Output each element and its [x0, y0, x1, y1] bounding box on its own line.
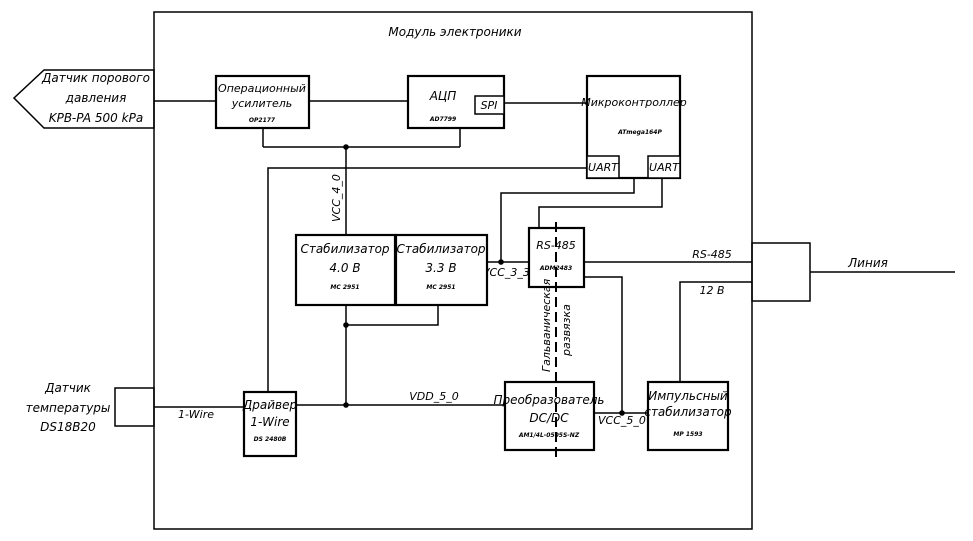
line-label: Линия: [847, 256, 888, 270]
junction-vcc50: [619, 410, 625, 416]
junction-vdd50: [343, 402, 349, 408]
stab40-part: MC 2951: [330, 284, 359, 291]
net-onewire-label: 1-Wire: [178, 408, 214, 421]
temp-sensor-box: [114, 387, 155, 427]
mcu-part: ATmega164P: [617, 129, 662, 136]
dcdc-block: [503, 380, 596, 452]
wire-uart-driver: [267, 167, 587, 392]
dcdc-line2: DC/DC: [529, 411, 569, 425]
net-rs485-label: RS-485: [692, 248, 732, 261]
driver-line1: Драйвер: [242, 398, 298, 412]
net-vcc50-label: VCC_5_0: [598, 414, 646, 427]
net-vcc40-label: VCC_4_0: [330, 174, 343, 222]
pressure-sensor-line3: KPB-PA 500 kPa: [49, 111, 143, 125]
junction-vcc33: [498, 259, 504, 265]
stab33-line1: Стабилизатор: [396, 242, 485, 256]
temp-sensor-line1: Датчик: [44, 381, 92, 395]
junction-vcc40: [343, 144, 349, 150]
net-vdd50-label: VDD_5_0: [409, 390, 458, 403]
dcdc-part: AM1/4L-0505S-NZ: [518, 432, 580, 439]
mcu-uart-left: [586, 155, 620, 179]
driver-line2: 1-Wire: [250, 415, 289, 429]
stab40-line2: 4.0 В: [329, 261, 360, 275]
wire-uart-rs485-b: [538, 178, 663, 228]
pulse-line1: Импульсный: [648, 389, 728, 403]
junction-stab: [343, 322, 349, 328]
pressure-sensor-shape: [12, 69, 155, 129]
isolation-line2: развязка: [560, 304, 573, 357]
mcu-uart-left-label: UART: [588, 161, 619, 174]
adc-line1: АЦП: [429, 89, 457, 103]
adc-part: AD7799: [429, 116, 456, 123]
adc-spi-port: [474, 95, 505, 115]
net-12v-label: 12 В: [699, 284, 724, 297]
module-title: Модуль электроники: [388, 25, 521, 39]
wire-uart-rs485-a: [500, 178, 635, 262]
opamp-line1: Операционный: [218, 82, 306, 95]
mcu-uart-right-label: UART: [649, 161, 680, 174]
pressure-sensor-line1: Датчик порового: [41, 71, 150, 85]
dcdc-line1: Преобразователь: [494, 393, 605, 407]
temp-sensor-line2: температуры: [26, 401, 111, 415]
stab40-line1: Стабилизатор: [300, 242, 389, 256]
stab33-part: MC 2951: [426, 284, 455, 291]
pulse-stab-block: [646, 380, 730, 452]
wire-stab-bottom: [345, 305, 439, 326]
driver-part: DS 2480B: [254, 436, 287, 443]
stab40-block: [294, 233, 397, 307]
driver-block: [242, 390, 298, 458]
opamp-part: OP2177: [249, 117, 276, 124]
stab33-block: [394, 233, 489, 307]
line-connector-box: [751, 242, 811, 302]
temp-sensor-line3: DS18B20: [40, 420, 96, 434]
opamp-line2: усилитель: [231, 97, 293, 110]
pulse-part: MP 1593: [673, 431, 702, 438]
net-vcc33-label: VCC_3_3: [482, 266, 530, 279]
wire-12v: [679, 281, 752, 382]
stab33-line2: 3.3 В: [425, 261, 456, 275]
pressure-sensor-line2: давления: [65, 91, 127, 105]
isolation-line1: Гальваническая: [540, 278, 553, 372]
adc-spi-label: SPI: [481, 99, 498, 112]
wire-rs485-vcc50: [584, 276, 623, 413]
mcu-line1: Микроконтроллер: [581, 96, 687, 109]
mcu-uart-right: [647, 155, 681, 179]
pulse-line2: стабилизатор: [644, 405, 732, 419]
opamp-block: [214, 74, 311, 130]
